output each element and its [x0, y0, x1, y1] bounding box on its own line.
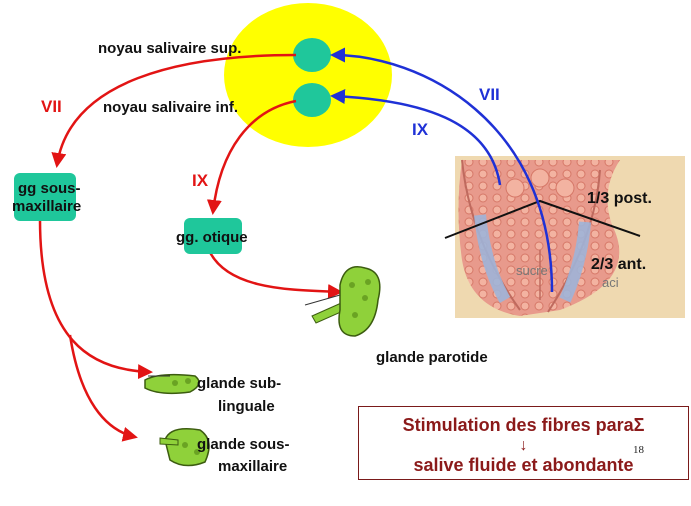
otic-ganglion-label: gg. otique — [176, 229, 248, 247]
submandibular-to-sublingual-path — [40, 220, 150, 372]
parotid-gland-label: glande parotide — [376, 349, 488, 367]
parotid-gland-illustration — [305, 267, 380, 336]
inferior-salivary-nucleus — [293, 83, 331, 117]
submandibular-ganglion-label-2: maxillaire — [12, 198, 81, 216]
sublingual-gland-label-1: glande sub- — [197, 375, 281, 393]
superior-nucleus-label: noyau salivaire sup. — [98, 40, 241, 58]
submandibular-gland-label-2: maxillaire — [218, 458, 287, 476]
ix-afferent-label: IX — [412, 120, 428, 140]
info-line-1: Stimulation des fibres paraΣ — [359, 415, 688, 436]
stimulation-info-box: Stimulation des fibres paraΣ ↓ salive fl… — [358, 406, 689, 480]
ix-efferent-label: IX — [192, 171, 208, 191]
otic-to-parotid-path — [208, 248, 340, 292]
tongue-illustration — [445, 156, 685, 318]
sublingual-gland-illustration — [145, 375, 199, 394]
slide-number: 18 — [633, 444, 644, 456]
submandibular-to-gland-path — [70, 335, 135, 437]
info-line-2: salive fluide et abondante — [359, 455, 688, 476]
superior-salivary-nucleus — [293, 38, 331, 72]
acid-taste-label: aci — [602, 275, 619, 290]
inferior-nucleus-label: noyau salivaire inf. — [103, 99, 238, 117]
posterior-third-label: 1/3 post. — [587, 190, 652, 208]
vii-afferent-label: VII — [479, 85, 500, 105]
submandibular-ganglion-label-1: gg sous- — [18, 180, 81, 198]
vii-efferent-label: VII — [41, 97, 62, 117]
anterior-two-thirds-label: 2/3 ant. — [591, 256, 646, 274]
sweet-taste-label: sucre — [516, 263, 548, 278]
submandibular-gland-label-1: glande sous- — [197, 436, 290, 454]
sublingual-gland-label-2: linguale — [218, 398, 275, 416]
